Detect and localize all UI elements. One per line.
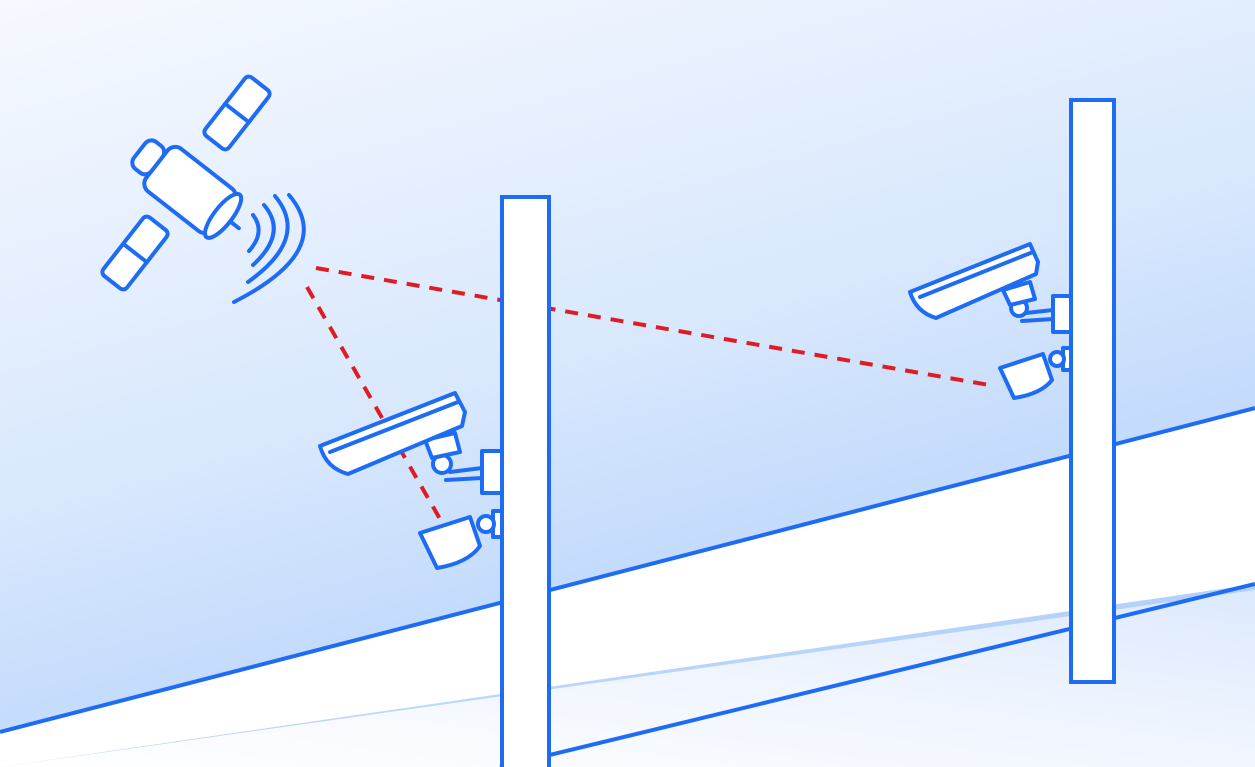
pole-2 [1071, 100, 1114, 682]
pole-1 [502, 197, 549, 767]
